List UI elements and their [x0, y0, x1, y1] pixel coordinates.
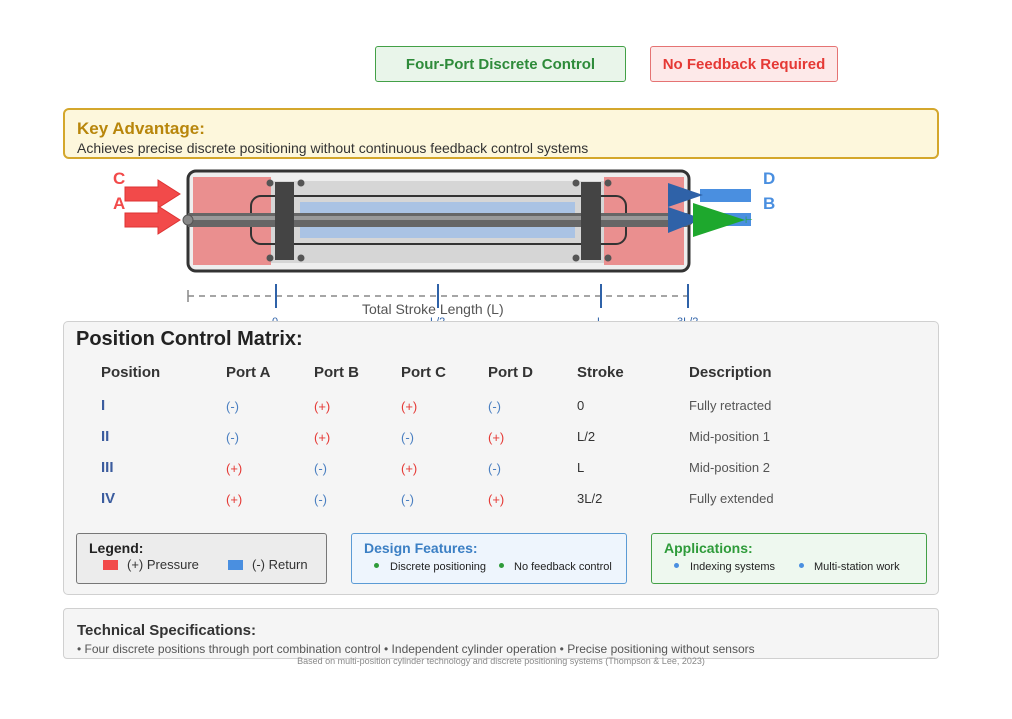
- application-item: Multi-station work: [814, 561, 900, 573]
- legend-return: (-) Return: [252, 557, 308, 572]
- port-state: (+): [314, 430, 331, 445]
- application-item: Indexing systems: [690, 561, 775, 573]
- port-b-label: B: [763, 194, 776, 213]
- design-features-box: Design Features: Discrete positioning No…: [351, 533, 627, 584]
- stroke-value: 0: [577, 398, 585, 413]
- port-state: (-): [226, 399, 239, 414]
- port-state: (-): [314, 492, 327, 507]
- svg-text:⊢: ⊢: [745, 215, 753, 225]
- feature-item: No feedback control: [514, 561, 612, 573]
- stroke-axis-label: Total Stroke Length (L): [362, 301, 504, 317]
- column-header: Position: [101, 364, 161, 381]
- cylinder-diagram: ⊢: [124, 169, 753, 308]
- port-c-arrow: [124, 179, 181, 209]
- technical-specifications: Technical Specifications: • Four discret…: [63, 608, 939, 659]
- key-advantage-text: Achieves precise discrete positioning wi…: [77, 140, 589, 156]
- left-rod-end: [182, 214, 194, 226]
- position-description: Fully extended: [689, 491, 774, 506]
- bullet-icon: [799, 563, 804, 568]
- position-description: Fully retracted: [689, 398, 772, 413]
- column-header: Port A: [226, 364, 271, 381]
- position-label: IV: [101, 490, 116, 507]
- port-state: (-): [401, 430, 414, 445]
- column-header: Port D: [488, 364, 533, 381]
- design-features-title: Design Features:: [364, 540, 478, 556]
- stroke-value: L: [577, 460, 585, 475]
- column-header: Stroke: [577, 364, 624, 381]
- port-state: (-): [488, 461, 501, 476]
- port-state: (+): [488, 492, 505, 507]
- output-arrow: [693, 203, 745, 237]
- no-feedback-badge: No Feedback Required: [650, 46, 838, 82]
- port-state: (+): [226, 461, 243, 476]
- port-d-label: D: [763, 169, 776, 188]
- stroke-value: 3L/2: [577, 491, 603, 506]
- legend-pressure: (+) Pressure: [127, 557, 199, 572]
- specifications-title: Technical Specifications:: [77, 622, 256, 639]
- feature-item: Discrete positioning: [390, 561, 486, 573]
- port-state: (-): [401, 492, 414, 507]
- right-piston: [581, 182, 601, 260]
- position-description: Mid-position 2: [689, 460, 770, 475]
- port-d-line: [700, 189, 751, 202]
- specifications-text: • Four discrete positions through port c…: [77, 642, 755, 656]
- return-swatch: [228, 560, 243, 570]
- port-state: (+): [314, 399, 331, 414]
- left-piston: [275, 182, 294, 260]
- source-citation: Based on multi-position cylinder technol…: [297, 656, 705, 666]
- matrix-title: Position Control Matrix:: [76, 328, 303, 350]
- position-label: I: [101, 397, 106, 414]
- column-header: Description: [689, 364, 772, 381]
- legend-box: Legend: (+) Pressure (-) Return: [76, 533, 327, 584]
- port-state: (-): [314, 461, 327, 476]
- port-state: (-): [488, 399, 501, 414]
- column-header: Port B: [314, 364, 359, 381]
- port-state: (+): [401, 399, 418, 414]
- position-label: II: [101, 428, 110, 445]
- four-port-control-badge: Four-Port Discrete Control: [375, 46, 626, 82]
- applications-box: Applications: Indexing systems Multi-sta…: [651, 533, 927, 584]
- legend-title: Legend:: [89, 540, 144, 556]
- port-a-arrow: [124, 205, 181, 235]
- bullet-icon: [374, 563, 379, 568]
- port-b-arrow: [668, 207, 703, 233]
- port-state: (+): [226, 492, 243, 507]
- key-advantage-box: Key Advantage: Achieves precise discrete…: [63, 108, 939, 159]
- column-header: Port C: [401, 364, 446, 381]
- port-state: (+): [401, 461, 418, 476]
- key-advantage-title: Key Advantage:: [77, 119, 205, 138]
- pressure-swatch: [103, 560, 118, 570]
- position-label: III: [101, 459, 114, 476]
- port-state: (+): [488, 430, 505, 445]
- bullet-icon: [499, 563, 504, 568]
- position-description: Mid-position 1: [689, 429, 770, 444]
- applications-title: Applications:: [664, 540, 753, 556]
- position-control-matrix: Position Control Matrix: Position Port A…: [63, 321, 939, 595]
- port-state: (-): [226, 430, 239, 445]
- stroke-value: L/2: [577, 429, 596, 444]
- port-a-label: A: [113, 194, 126, 213]
- port-d-arrow: [668, 183, 703, 207]
- port-c-label: C: [113, 169, 126, 188]
- bullet-icon: [674, 563, 679, 568]
